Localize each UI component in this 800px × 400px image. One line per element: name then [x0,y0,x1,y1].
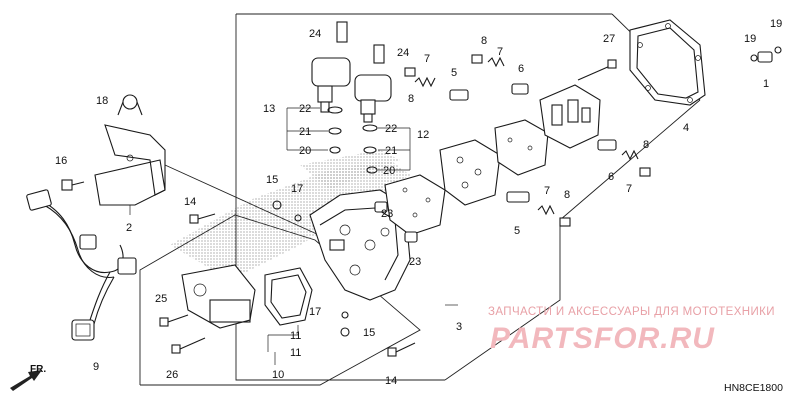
callout-7-d: 7 [626,183,632,195]
bolt-14-upper [189,213,216,224]
callout-13: 13 [263,103,275,115]
valve-body [309,189,411,301]
callout-16: 16 [55,155,67,167]
callout-3: 3 [456,321,462,333]
callout-5-a: 5 [451,67,457,79]
front-label: FR. [30,364,46,375]
callout-19-a: 19 [744,33,756,45]
solenoid-valve-lower [354,44,392,123]
drawing-code: HN8CE1800 [724,382,783,394]
clip [117,94,143,116]
callout-15-b: 15 [363,327,375,339]
callout-6-a: 6 [518,63,524,75]
solenoid-valve-upper [311,21,351,113]
callout-20-b: 20 [383,165,395,177]
wire-harness [26,189,137,341]
callout-22-a: 22 [299,103,311,115]
callout-8-b: 8 [481,35,487,47]
callout-10: 10 [272,369,284,381]
upper-valve-body [539,84,601,149]
separator-plate-2 [439,139,501,206]
callout-11-b: 11 [290,347,301,359]
callout-15-a: 15 [266,174,278,186]
callout-14-b: 14 [385,375,397,387]
washers-15-17 [272,200,350,337]
callout-19-b: 19 [770,18,782,30]
callout-5-b: 5 [514,225,520,237]
callout-23-b: 23 [409,256,421,268]
callout-26: 26 [166,369,178,381]
o-ring-stack [327,106,378,174]
bolt-14-lower [387,342,416,357]
callout-17-b: 17 [309,306,321,318]
callout-8-d: 8 [643,139,649,151]
callout-20-a: 20 [299,145,311,157]
front-direction-arrow: FR. [10,364,46,391]
callout-23-a: 23 [381,208,393,220]
callout-8-c: 8 [564,189,570,201]
spring-valve-upper [404,54,529,101]
callout-14-a: 14 [184,196,196,208]
bolt-16 [61,179,85,191]
callout-7-c: 7 [544,185,550,197]
watermark: ЗАПЧАСТИ И АКСЕССУАРЫ ДЛЯ МОТОТЕХНИКИ PA… [488,306,775,355]
callout-1: 1 [763,78,769,90]
dowel-pins-23 [374,201,418,243]
separator-plate-1 [384,174,446,236]
watermark-logo: PARTSFOR.RU [490,322,715,355]
callout-17-a: 17 [291,183,303,195]
callout-21-a: 21 [299,126,311,138]
callout-8-a: 8 [408,93,414,105]
callout-7-a: 7 [424,53,430,65]
watermark-caption: ЗАПЧАСТИ И АКСЕССУАРЫ ДЛЯ МОТОТЕХНИКИ [488,306,775,318]
cover-gasket [629,19,706,106]
spring-valve-lower [506,139,651,227]
callout-7-b: 7 [497,46,503,58]
callout-24-a: 24 [309,28,321,40]
callout-24-b: 24 [397,47,409,59]
solenoid-gasket [264,267,313,326]
bolt-26 [171,337,206,354]
separator-plate-3 [494,119,549,176]
bolt-27 [577,59,617,81]
dotted-region [170,150,410,280]
callout-6-b: 6 [608,171,614,183]
callout-18: 18 [96,95,108,107]
callout-11-a: 11 [290,330,301,342]
callout-12: 12 [417,129,429,141]
solenoid-sub-frame [139,214,421,386]
linear-solenoid [181,264,256,329]
callout-9: 9 [93,361,99,373]
callout-27: 27 [603,33,615,45]
callout-4: 4 [683,122,689,134]
callout-2: 2 [126,222,132,234]
callout-22-b: 22 [385,123,397,135]
callout-21-b: 21 [385,145,397,157]
bracket-cover [94,124,166,206]
filter-19-1 [750,46,782,63]
leader-lines [129,107,458,365]
callout-25: 25 [155,293,167,305]
bolt-25 [159,314,189,327]
callout-labels: 24 24 13 22 21 20 22 12 21 20 7 5 8 8 7 … [55,18,782,387]
